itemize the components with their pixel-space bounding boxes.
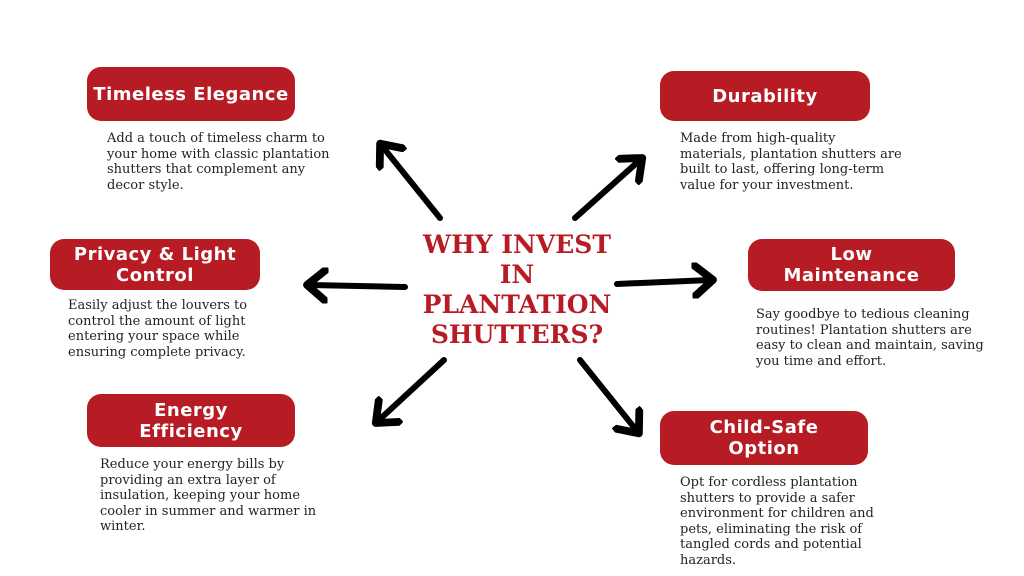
arrow-to-energy-efficiency bbox=[378, 357, 447, 421]
benefit-label-low-maintenance: Low Maintenance bbox=[748, 239, 955, 291]
benefit-label-energy-efficiency: Energy Efficiency bbox=[87, 394, 295, 447]
benefit-label-child-safe-option: Child-Safe Option bbox=[660, 411, 868, 465]
arrow-to-low-maintenance bbox=[614, 280, 710, 284]
arrow-to-child-safe bbox=[577, 357, 637, 431]
benefit-label-durability: Durability bbox=[660, 71, 870, 121]
benefit-text-energy-efficiency: Reduce your energy bills by providing an… bbox=[100, 457, 317, 534]
arrow-to-durability bbox=[572, 160, 640, 221]
arrow-to-timeless-elegance bbox=[382, 146, 443, 221]
benefit-text-low-maintenance: Say goodbye to tedious cleaning routines… bbox=[756, 307, 984, 369]
benefit-label-privacy-light-control: Privacy & Light Control bbox=[50, 239, 260, 290]
benefit-text-child-safe-option: Opt for cordless plantation shutters to … bbox=[680, 475, 874, 568]
benefit-text-privacy-light-control: Easily adjust the louvers to control the… bbox=[68, 298, 248, 360]
benefit-text-durability: Made from high-quality materials, planta… bbox=[680, 131, 902, 193]
arrow-to-privacy bbox=[310, 285, 408, 287]
benefit-text-timeless-elegance: Add a touch of timeless charm to your ho… bbox=[107, 131, 330, 193]
benefit-label-timeless-elegance: Timeless Elegance bbox=[87, 67, 295, 121]
center-title: WHY INVEST IN PLANTATION SHUTTERS? bbox=[422, 230, 612, 349]
